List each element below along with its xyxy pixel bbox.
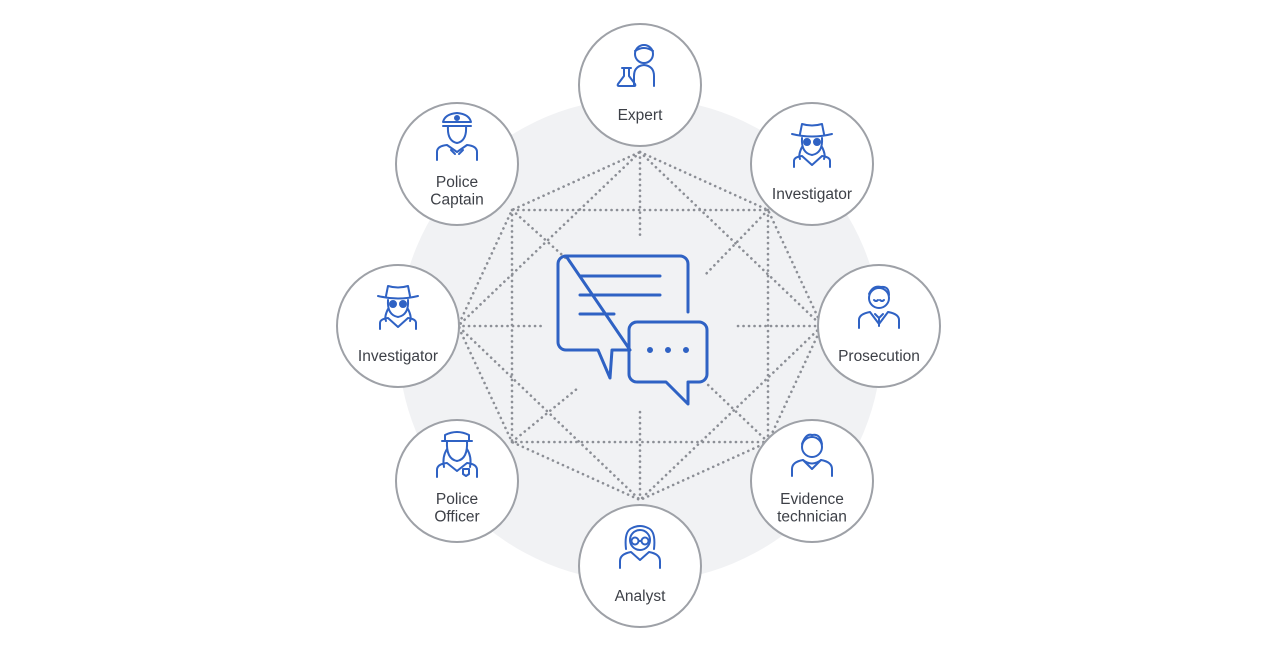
node-label: Analyst: [615, 588, 667, 605]
node-investigator-right: Investigator: [750, 102, 874, 226]
node-label: Officer: [434, 509, 479, 526]
node-prosecution: Prosecution: [817, 264, 941, 388]
spoke-top-left: [510, 208, 572, 264]
node-label: Investigator: [358, 348, 438, 365]
node-investigator-left: Investigator: [336, 264, 460, 388]
node-circle: [395, 419, 519, 543]
detective-icon: [377, 285, 419, 330]
scientist-icon: [616, 44, 655, 87]
detective-icon: [791, 123, 833, 168]
node-analyst: Analyst: [578, 504, 702, 628]
node-label: Expert: [618, 107, 663, 124]
node-circle: [578, 504, 702, 628]
node-label: Police: [436, 491, 478, 508]
lawyer-icon: [858, 285, 900, 329]
police-officer-icon: [436, 431, 478, 478]
star-outline-b: [510, 208, 770, 444]
node-circle: [395, 102, 519, 226]
node-label: Police: [436, 174, 478, 191]
node-label: Prosecution: [838, 348, 920, 365]
technician-icon: [791, 433, 833, 477]
node-label: Investigator: [772, 186, 852, 203]
police-captain-icon: [436, 112, 478, 161]
node-label: Evidence: [780, 491, 844, 508]
octagon-outline: [456, 150, 824, 502]
spoke-top-right: [703, 208, 770, 277]
chat-bubbles-icon: [556, 254, 709, 406]
analyst-icon: [619, 525, 661, 569]
node-circle: [578, 23, 702, 147]
connector-lines: [456, 150, 824, 502]
node-label: technician: [777, 509, 847, 526]
node-label: Captain: [430, 192, 483, 209]
spoke-bottom-right: [703, 380, 770, 444]
spoke-bottom-left: [510, 386, 580, 444]
node-circle: [750, 419, 874, 543]
node-expert: Expert: [578, 23, 702, 147]
